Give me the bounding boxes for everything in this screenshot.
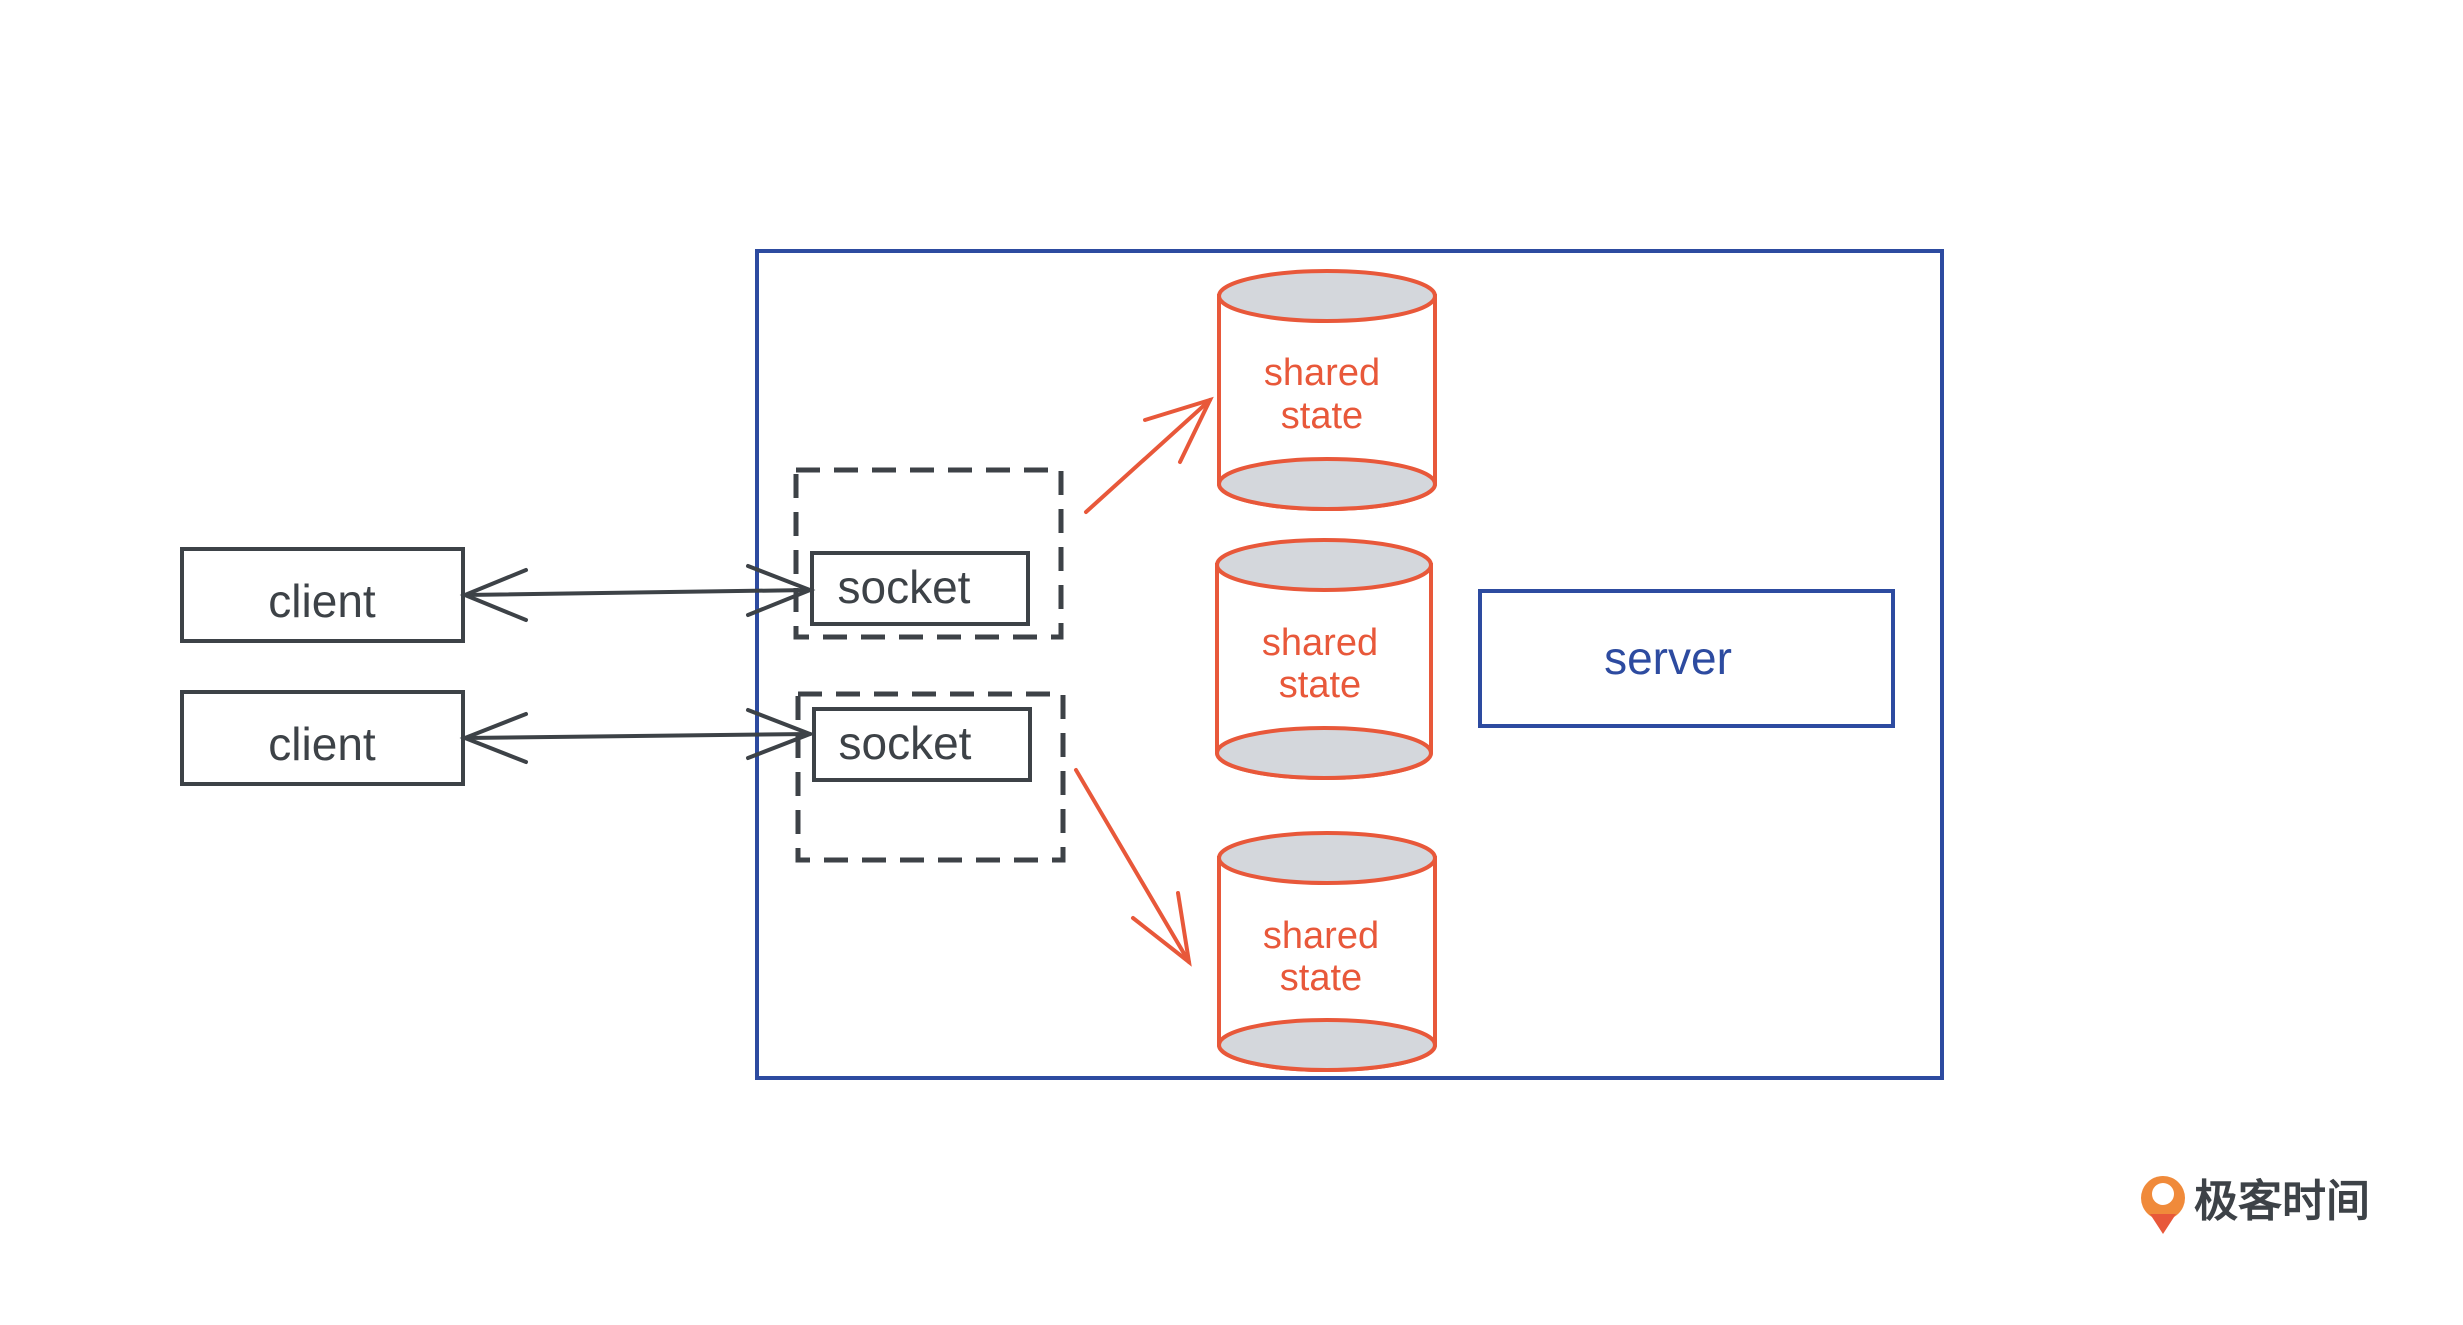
socket-box-1: socket [810, 551, 1030, 626]
shared-state-label-3a: shared [1263, 915, 1379, 957]
shared-state-label-3b: state [1280, 957, 1362, 999]
shared-state-cylinder-3: shared state [1217, 831, 1437, 1072]
server-boundary [755, 249, 1944, 1080]
server-label: server [1604, 632, 1732, 684]
socket-box-2: socket [812, 707, 1032, 782]
shared-state-label-2b: state [1279, 664, 1361, 706]
socket-label-1: socket [838, 561, 971, 613]
state-arrow-1 [1084, 396, 1214, 514]
client-socket-arrow-2 [459, 708, 816, 764]
brand-logo-icon [2141, 1176, 2185, 1234]
shared-state-cylinder-2: shared state [1215, 538, 1433, 780]
socket-label-2: socket [839, 717, 972, 769]
state-arrow-2 [1074, 768, 1192, 967]
shared-state-cylinder-1: shared state [1217, 269, 1437, 511]
socket-container-2 [795, 691, 1066, 863]
client-label-1: client [268, 575, 376, 627]
brand-text: 极客时间 [2194, 1176, 2370, 1227]
brand-logo: 极客时间 [2141, 1176, 2370, 1234]
shared-state-label-1b: state [1281, 395, 1363, 437]
client-box-2: client [180, 690, 465, 786]
client-box-1: client [180, 547, 465, 643]
client-label-2: client [268, 718, 376, 770]
server-box: server [1478, 589, 1895, 728]
shared-state-label-2a: shared [1262, 622, 1378, 664]
shared-state-label-1a: shared [1264, 352, 1380, 394]
socket-container-1 [793, 467, 1064, 640]
client-socket-arrow-1 [459, 564, 816, 622]
